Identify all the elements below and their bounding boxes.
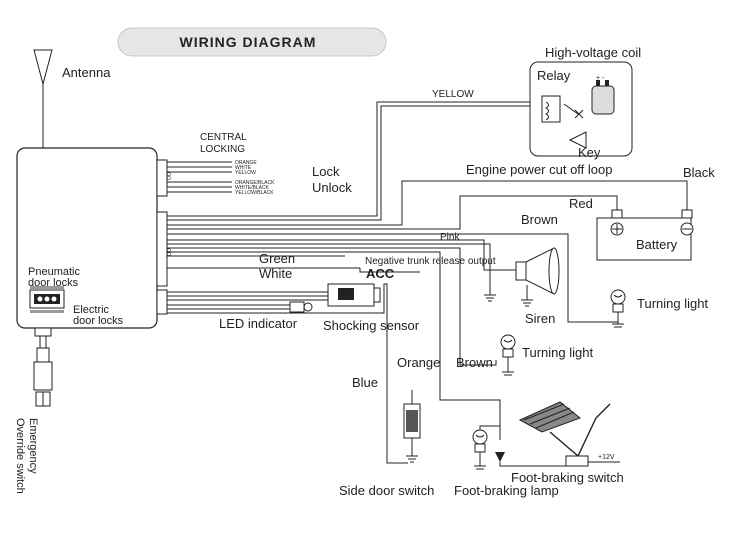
antenna-label: Antenna [62,65,111,80]
siren-icon [515,247,560,307]
led-label: LED indicator [219,316,298,331]
turning-light-right-label: Turning light [637,296,708,311]
neg-trunk-label: Negative trunk release output [365,256,496,267]
brake-pedal-icon [518,401,611,467]
ground-icon [484,294,496,302]
cl-wire-1: WHITE [235,165,252,171]
relay-label: Relay [537,68,571,83]
battery [596,209,694,261]
lock-label: Lock [312,164,340,179]
emergency-label-1: Emergency [27,418,39,474]
title-banner: WIRING DIAGRAM [117,27,387,57]
turning-light-mid-label: Turning light [522,345,593,360]
central-locking-label-2: LOCKING [200,144,245,155]
foot-switch-label: Foot-braking switch [511,470,624,485]
arrow-icon [495,452,505,462]
cl-wire-3: ORANGE/BLACK [235,180,275,186]
central-locking-label-1: CENTRAL [200,132,247,143]
yellow-label: YELLOW [432,89,474,100]
plus12v-label: +12V [598,454,615,461]
emergency-label-2: Override switch [14,418,26,494]
battery-label: Battery [636,237,678,252]
key-label: Key [578,145,601,160]
orange-wire [167,247,497,366]
antenna-icon [33,49,53,148]
led-indicator-icon [167,301,313,313]
switch-wire [499,462,566,467]
foot-braking-lamp [472,429,488,470]
engine-cutoff-label: Engine power cut off loop [466,162,612,177]
shocking-sensor [167,283,381,307]
pink-label: Pink [440,232,460,243]
pink-wire [167,239,516,271]
electric-label-2: door locks [73,315,124,327]
blue-wire [167,283,408,464]
siren-ground-wire [167,243,491,295]
brown-mid-label: Brown [456,355,493,370]
control-unit: OO OO [16,147,173,337]
cl-wire-5: YELLOW/BLACK [235,190,274,196]
lamp-wire [479,425,500,430]
unlock-label: Unlock [312,180,352,195]
pneumatic-label-2: door locks [28,277,79,289]
black-label: Black [683,165,715,180]
turning-light-right-icon [610,289,626,328]
red-wire [167,195,618,230]
cl-wire-2: YELLOW [235,170,256,176]
blue-label: Blue [352,375,378,390]
svg-text:OO: OO [167,172,173,180]
acc-label: ACC [366,266,395,281]
electric-label-1: Electric [73,304,110,316]
pneumatic-label-1: Pneumatic [28,266,80,278]
cl-wire-0: ORANGE [235,160,257,166]
siren-label: Siren [525,311,555,326]
acc-wire [359,268,420,273]
side-door-switch [403,390,421,463]
cl-wire-4: WHITE/BLACK [235,185,270,191]
emergency-override-switch [33,336,53,407]
svg-text:+ -: + - [596,75,605,82]
central-locking-wires [167,161,232,193]
coil-label: High-voltage coil [545,45,641,60]
shocking-label: Shocking sensor [323,318,420,333]
black-wire [167,180,688,226]
orange-label: Orange [397,355,440,370]
red-label: Red [569,196,593,211]
green-label: Green [259,251,295,266]
foot-lamp-label: Foot-braking lamp [454,483,559,498]
white-label: White [259,266,292,281]
turning-light-mid-icon [500,334,516,376]
relay-box: + - [529,61,633,157]
brown-top-label: Brown [521,212,558,227]
diagram-title: WIRING DIAGRAM [180,34,317,50]
blue-extended-wire [167,251,501,440]
yellow-wire [167,101,530,221]
side-door-label: Side door switch [339,483,434,498]
